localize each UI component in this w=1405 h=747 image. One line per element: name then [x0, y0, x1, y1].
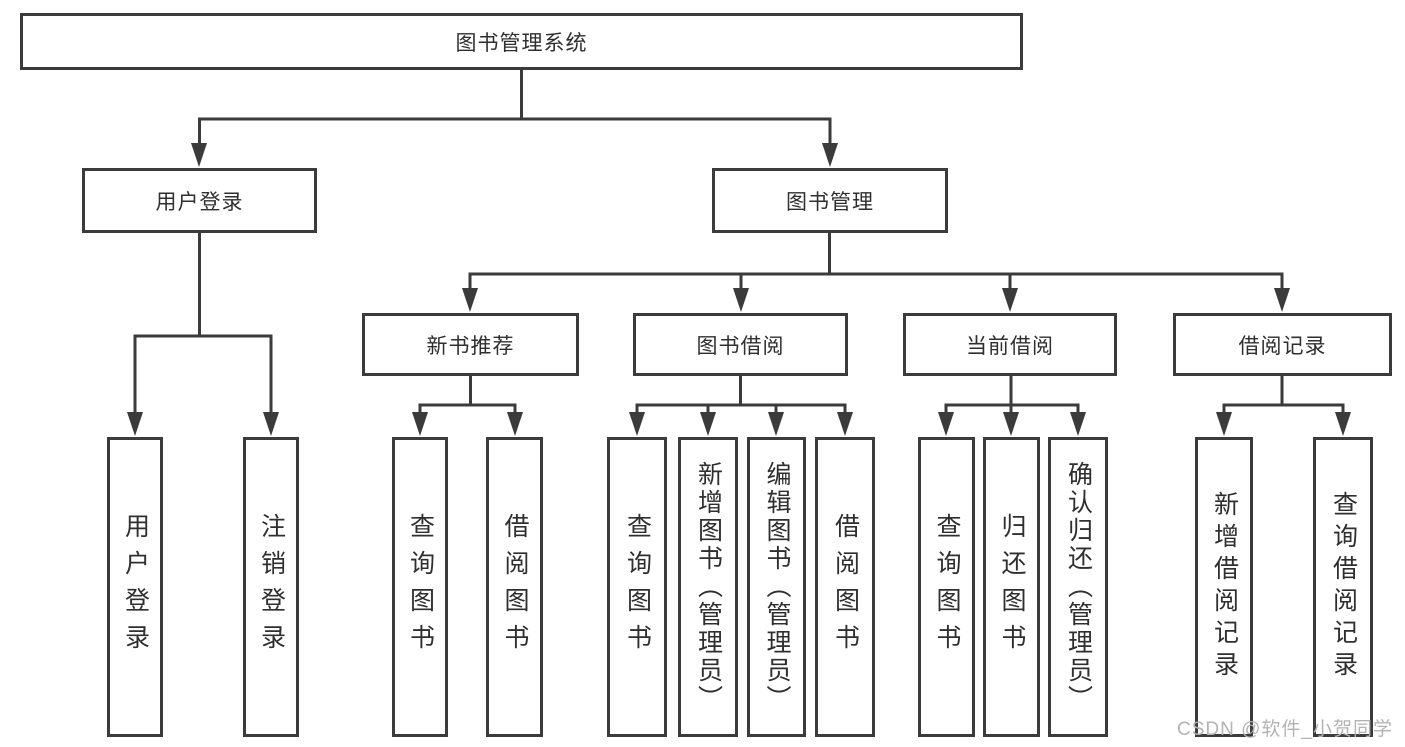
node-label: 新书推荐: [426, 334, 515, 358]
node-label: 用户登录: [155, 190, 244, 214]
node-label: 查询图书: [406, 513, 435, 661]
node-current-borrowing: 当前借阅: [903, 313, 1117, 376]
node-book-management: 图书管理: [712, 168, 948, 233]
node-borrowing-records: 借阅记录: [1173, 313, 1392, 376]
arrowheads: [127, 143, 1351, 436]
node-label: 确认归还（管理员）: [1064, 461, 1093, 713]
node-user-login: 用户登录: [82, 168, 317, 233]
leaf-user-login: 用户登录: [107, 437, 163, 737]
node-label: 归还图书: [998, 513, 1026, 661]
leaf-confirm-return-admin: 确认归还（管理员）: [1048, 437, 1108, 737]
node-root: 图书管理系统: [20, 13, 1023, 70]
connector-paths: [133, 68, 1345, 414]
watermark: CSDN @软件_小贺同学: [1177, 719, 1393, 740]
node-label: 注销登录: [257, 513, 286, 661]
node-new-book-recommendation: 新书推荐: [362, 313, 579, 376]
node-label: 查询图书: [933, 513, 961, 661]
leaf-edit-book-admin: 编辑图书（管理员）: [747, 437, 806, 737]
leaf-query-books-recommend: 查询图书: [392, 437, 448, 737]
node-label: 新增借阅记录: [1210, 491, 1239, 683]
leaf-borrow-books: 借阅图书: [815, 437, 875, 737]
leaf-add-borrow-record: 新增借阅记录: [1195, 437, 1253, 737]
node-book-borrowing: 图书借阅: [633, 313, 848, 376]
node-label: 查询借阅记录: [1329, 491, 1358, 683]
node-label: 图书管理系统: [455, 31, 588, 55]
node-label: 编辑图书（管理员）: [763, 461, 791, 713]
leaf-query-books-borrowing: 查询图书: [607, 437, 667, 737]
node-label: 借阅图书: [831, 513, 860, 661]
node-label: 新增图书（管理员）: [694, 461, 723, 713]
leaf-query-books-current: 查询图书: [918, 437, 975, 737]
leaf-query-borrow-record: 查询借阅记录: [1313, 437, 1373, 737]
leaf-borrow-books-recommend: 借阅图书: [486, 437, 543, 737]
node-label: 图书借阅: [696, 334, 785, 358]
leaf-logout: 注销登录: [243, 437, 299, 737]
leaf-add-book-admin: 新增图书（管理员）: [678, 437, 738, 737]
node-label: 查询图书: [623, 513, 652, 661]
node-label: 当前借阅: [966, 334, 1054, 358]
node-label: 借阅图书: [501, 513, 529, 661]
node-label: 借阅记录: [1238, 334, 1327, 358]
node-label: 图书管理: [786, 190, 874, 214]
leaf-return-book: 归还图书: [983, 437, 1040, 737]
node-label: 用户登录: [121, 513, 150, 661]
